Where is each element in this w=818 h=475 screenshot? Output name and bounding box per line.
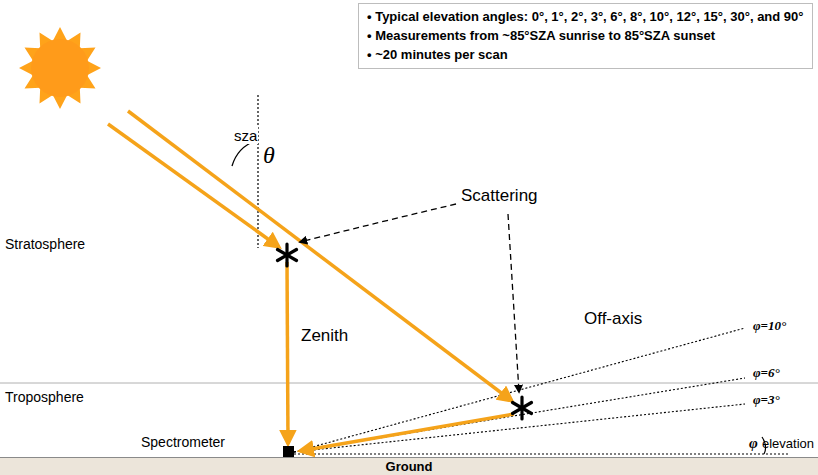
info-box: • Typical elevation angles: 0°, 1°, 2°, … [358,3,813,69]
node-text: • ~20 minutes per scan [367,45,804,64]
vertical-reference [257,95,258,248]
scattering-symbol [278,244,532,419]
angle-value: φ=3° [752,393,781,408]
angle-name: sza [233,127,258,144]
process-name: Scattering [460,186,539,206]
light-paths [108,111,514,451]
spectrometer-symbol [283,446,294,457]
angle-symbol: φ [748,435,759,452]
node-text: Ground [0,458,818,475]
path-name: Off-axis [583,309,643,329]
angle-name: elevation [761,437,815,452]
angle-value: φ=6° [752,366,781,381]
tropopause-line [0,383,818,384]
elevation-lines [294,328,790,454]
node-text: • Measurements from ~85°SZA sunrise to 8… [367,26,804,45]
layer-name: Stratosphere [4,236,86,252]
node-text: • Typical elevation angles: 0°, 1°, 2°, … [367,7,804,26]
angle-value: φ=10° [752,319,787,334]
scattering-pointers [300,204,519,392]
instrument-name: Spectrometer [140,434,226,450]
angle-symbol: θ [262,142,276,170]
ground-band: Ground [0,457,818,475]
sun-rays [19,27,101,109]
path-name: Zenith [300,326,349,346]
sun [31,39,89,97]
layer-name: Troposphere [4,389,85,405]
